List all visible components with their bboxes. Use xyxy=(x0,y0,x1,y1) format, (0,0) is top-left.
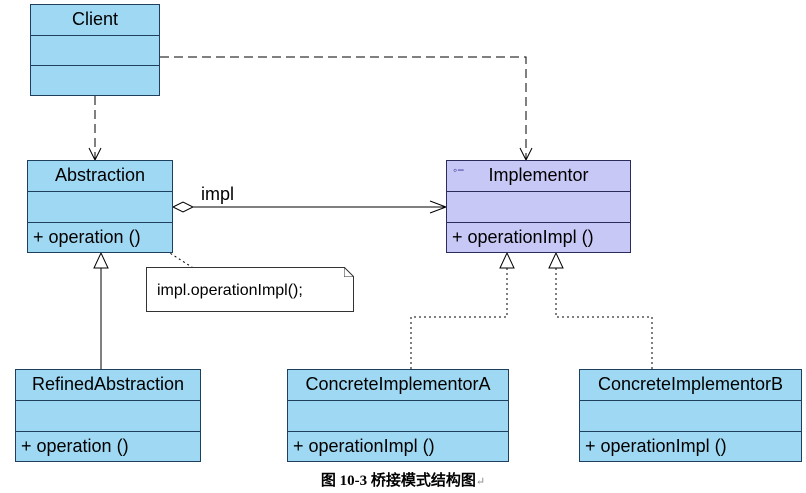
interface-icon: ◦− xyxy=(453,163,465,177)
realization-concrete-a-implementor xyxy=(410,251,515,369)
class-concrete-implementor-b: ConcreteImplementorB + operationImpl () xyxy=(579,369,802,462)
class-client-attributes xyxy=(31,35,159,65)
note-text: impl.operationImpl(); xyxy=(157,282,303,299)
note-fold-icon xyxy=(344,267,354,277)
class-abstraction: Abstraction + operation () xyxy=(27,160,173,253)
class-concrete-implementor-b-attributes xyxy=(580,400,801,431)
class-concrete-implementor-a-name: ConcreteImplementorA xyxy=(305,374,491,394)
class-implementor: ◦− Implementor + operationImpl () xyxy=(446,160,631,253)
class-abstraction-operation: + operation () xyxy=(28,222,172,252)
class-refined-abstraction-attributes xyxy=(16,400,200,431)
dependency-client-implementor xyxy=(160,56,533,162)
figure-caption: 图 10-3 桥接模式结构图↵ xyxy=(0,472,806,491)
aggregation-abstraction-implementor xyxy=(171,200,448,214)
code-note: impl.operationImpl(); xyxy=(146,267,354,312)
class-refined-abstraction: RefinedAbstraction + operation () xyxy=(15,369,201,462)
class-abstraction-attributes xyxy=(28,191,172,222)
class-concrete-implementor-a-attributes xyxy=(288,400,508,431)
class-implementor-attributes xyxy=(447,191,630,222)
paragraph-mark-icon: ↵ xyxy=(475,476,486,488)
class-implementor-operation: + operationImpl () xyxy=(447,222,630,252)
class-concrete-implementor-b-name: ConcreteImplementorB xyxy=(597,374,784,394)
class-implementor-name: ◦− Implementor xyxy=(447,161,630,191)
figure-caption-text: 图 10-3 桥接模式结构图 xyxy=(320,473,476,489)
class-client-name: Client xyxy=(71,9,119,29)
class-refined-abstraction-name: RefinedAbstraction xyxy=(31,374,185,394)
class-client-operations xyxy=(31,65,159,95)
class-implementor-title: Implementor xyxy=(488,165,589,185)
association-label: impl xyxy=(201,184,235,204)
class-concrete-implementor-a-operation: + operationImpl () xyxy=(288,431,508,461)
class-concrete-implementor-a: ConcreteImplementorA + operationImpl () xyxy=(287,369,509,462)
realization-concrete-b-implementor xyxy=(548,251,653,369)
class-concrete-implementor-b-operation: + operationImpl () xyxy=(580,431,801,461)
generalization-refined-abstraction xyxy=(93,251,109,369)
class-client: Client xyxy=(30,4,160,96)
class-abstraction-name: Abstraction xyxy=(54,165,146,185)
class-refined-abstraction-operation: + operation () xyxy=(16,431,200,461)
dependency-client-abstraction xyxy=(88,96,102,162)
